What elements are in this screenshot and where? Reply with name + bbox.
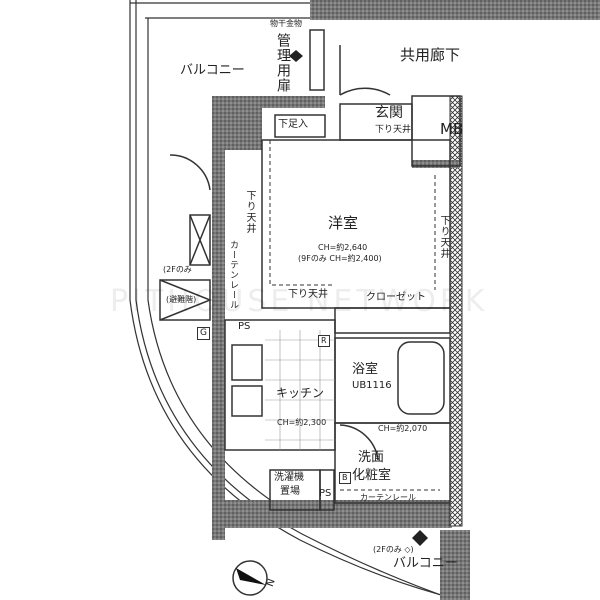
ub-label: UB1116 [352, 380, 392, 391]
r-label: R [318, 335, 330, 347]
ceiling-bottom-label: 下り天井 [288, 289, 328, 300]
ceiling-lines [269, 140, 440, 491]
genkan-ceiling-label: 下り天井 [375, 125, 412, 135]
ps-bottom-label: PS [319, 488, 332, 499]
g-label: G [197, 327, 210, 340]
curtain-rail-left-label: カーテンレール [228, 240, 238, 310]
ps-top-label: PS [238, 321, 251, 332]
washer-place-label: 置場 [280, 486, 300, 497]
balcony-label: バルコニー [180, 63, 245, 78]
ch-main-label: CH=約2,640 [318, 243, 368, 252]
closet-label: クローゼット [366, 292, 426, 303]
kitchen-label: キッチン [276, 386, 325, 400]
balcony-bottom-label: バルコニー [393, 556, 458, 571]
ceiling-right-label: 下り天井 [438, 215, 449, 259]
diamond-icon [289, 50, 303, 62]
bath-label: 浴室 [352, 362, 379, 377]
ch-kitchen-label: CH=約2,300 [277, 418, 327, 427]
kitchen-tiles [265, 330, 335, 450]
mb-label: MB [440, 120, 464, 138]
corridor-label: 共用廊下 [400, 46, 461, 64]
diamond-icon [412, 530, 428, 546]
kanri-door-label: 管理用扉 [275, 33, 291, 93]
ch-wash-label: CH=約2,070 [378, 424, 428, 433]
only-2f-bottom-label: (2Fのみ ◇) [373, 545, 414, 554]
keshoushitsu-label: 化粧室 [352, 468, 392, 483]
genkan-label: 玄関 [375, 105, 403, 121]
washer-label: 洗濯機 [274, 472, 304, 483]
curtain-rail-bottom-label: カーテンレール [360, 493, 416, 502]
only-2f-label: (2Fのみ [163, 265, 192, 274]
ch-9f-label: (9Fのみ CH=約2,400) [298, 254, 382, 263]
senmen-label: 洗面 [358, 450, 385, 465]
compass-icon [232, 560, 268, 596]
getabako-label: 下足入 [278, 119, 308, 130]
hoshi-label: 物干金物 [270, 19, 302, 28]
youshitsu-label: 洋室 [328, 214, 359, 232]
walls [212, 0, 600, 600]
watermark: PITHOUSE NETWORK [110, 284, 489, 319]
b-label: B [339, 472, 351, 484]
ceiling-left-label: 下り天井 [244, 190, 255, 234]
hinan-label: (避難階) [166, 295, 197, 304]
